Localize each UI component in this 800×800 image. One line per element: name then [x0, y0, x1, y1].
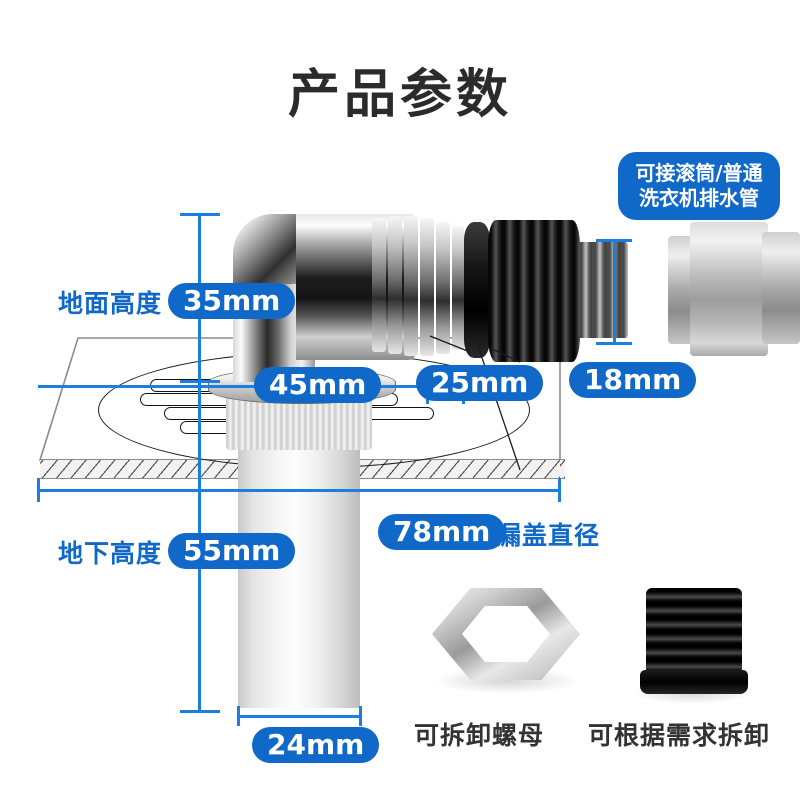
plug-base: [640, 670, 748, 694]
badge-hose-compatibility: 可接滚筒/普通 洗衣机排水管: [618, 152, 780, 220]
floor-hatch-pattern-right: [560, 460, 565, 478]
hose-collar: [668, 236, 694, 344]
bellows-end-cap: [464, 222, 490, 358]
caption-removable-nut: 可拆卸螺母: [414, 721, 545, 750]
badge-45mm: 45mm: [254, 367, 382, 403]
badge-35mm: 35mm: [168, 283, 296, 319]
hose-end: [762, 232, 800, 344]
label-below-ground-height: 地下高度: [58, 539, 163, 568]
badge-25mm: 25mm: [416, 365, 544, 401]
caption-removable-plug: 可根据需求拆卸: [588, 721, 771, 750]
black-bellows-adapter: [488, 220, 580, 362]
black-rubber-plug: [646, 588, 742, 678]
floor-edge-right: [560, 459, 565, 479]
label-above-ground-height: 地面高度: [58, 289, 163, 318]
badge-78mm: 78mm: [378, 514, 506, 550]
below-ground-pipe: [238, 440, 360, 708]
page-title: 产品参数: [287, 65, 512, 125]
washing-machine-hose: [690, 222, 768, 356]
bellows-barbed-tip: [578, 242, 628, 338]
badge-24mm: 24mm: [252, 727, 380, 763]
badge-18mm: 18mm: [569, 362, 697, 398]
badge-55mm: 55mm: [168, 533, 296, 569]
